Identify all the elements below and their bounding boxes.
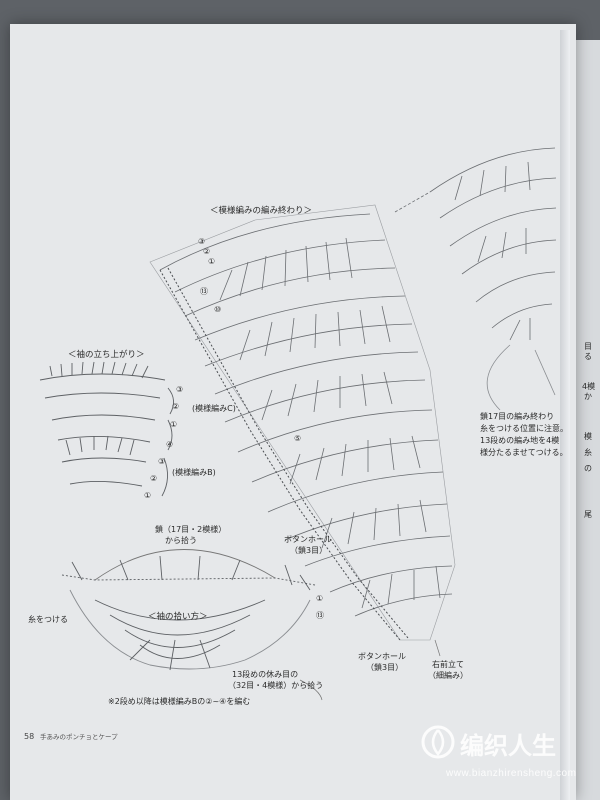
pickup-note-line1: 鎖（17目・2模様） [155, 525, 227, 534]
row-label: ② [150, 474, 158, 483]
repeat-note: ※2段め以降は模様編みBの②~④を編む [108, 697, 251, 706]
next-page-text: る [584, 352, 592, 361]
chain-note-line1: 鎖17目の編み終わり [480, 412, 555, 421]
watermark-brand: 编织人生 [460, 732, 556, 760]
row-label: ① [170, 420, 178, 429]
page-number: 58 [24, 732, 35, 741]
next-page-text: 目 [584, 342, 592, 351]
watermark-logo-icon [418, 722, 458, 762]
pattern-b-label: (模様編みB) [172, 468, 216, 477]
watermark-url: www.bianzhirensheng.com [446, 768, 577, 779]
upper-right-chart [394, 147, 557, 411]
book-page [10, 24, 576, 800]
book-gutter [560, 30, 570, 800]
row-label: ⑤ [294, 434, 302, 443]
book-title: 手あみのポンチョとケープ [40, 733, 118, 741]
front-band-edge [159, 267, 409, 641]
rest-b-line2: （32目・4模様）から拾う [228, 681, 324, 690]
next-page-text: か [584, 392, 592, 401]
pattern-end-title: ＜模様編みの編み終わり＞ [210, 206, 313, 216]
sleeve-start-chart [39, 361, 174, 497]
buttonhole2-line1: ボタンホール [358, 652, 406, 661]
row-label: ② [203, 247, 211, 256]
row-label: ⑬ [316, 611, 324, 620]
row-label: ② [172, 402, 180, 411]
next-page-text: 模 [584, 432, 592, 441]
next-page-text: 糸 [584, 448, 592, 457]
chain-note-line3: 13段めの編み地を4模 [480, 436, 560, 445]
row-label: ⑬ [200, 287, 208, 296]
main-lace-chart [149, 204, 456, 641]
chain-note-line4: 様分たるませてつける。 [480, 448, 568, 457]
row-label: ⑩ [214, 305, 222, 314]
next-page-text: 尾 [584, 510, 592, 519]
row-label: ① [144, 491, 152, 500]
sleeve-start-title: ＜袖の立ち上がり＞ [68, 350, 145, 360]
buttonhole1-line1: ボタンホール [284, 535, 332, 544]
sleeve-pickup-title: ＜袖の拾い方＞ [148, 612, 208, 622]
chain-note-line2: 糸をつける位置に注意。 [480, 424, 568, 433]
front-band-line1: 右前立て [432, 660, 464, 669]
sleeve-pickup-chart [61, 549, 316, 671]
pattern-c-label: (模様編みC) [192, 404, 236, 413]
next-page-text: の [584, 464, 592, 473]
row-label: ③ [176, 385, 184, 394]
yarn-attach-label: 糸をつける [28, 615, 68, 624]
next-page-text: 4模 [582, 382, 596, 391]
buttonhole2-line2: （鎖3目） [366, 663, 404, 672]
row-label: ③ [158, 457, 166, 466]
row-label: ③ [198, 237, 206, 246]
rest-b-line1: 13段めの休み目の [232, 670, 299, 679]
front-band-line2: （細編み） [428, 671, 468, 680]
row-label: ① [208, 257, 216, 266]
row-label: ④ [166, 440, 174, 449]
row-label: ① [316, 594, 324, 603]
buttonhole1-line2: （鎖3目） [290, 546, 328, 555]
pickup-note-line2: から拾う [165, 536, 197, 545]
